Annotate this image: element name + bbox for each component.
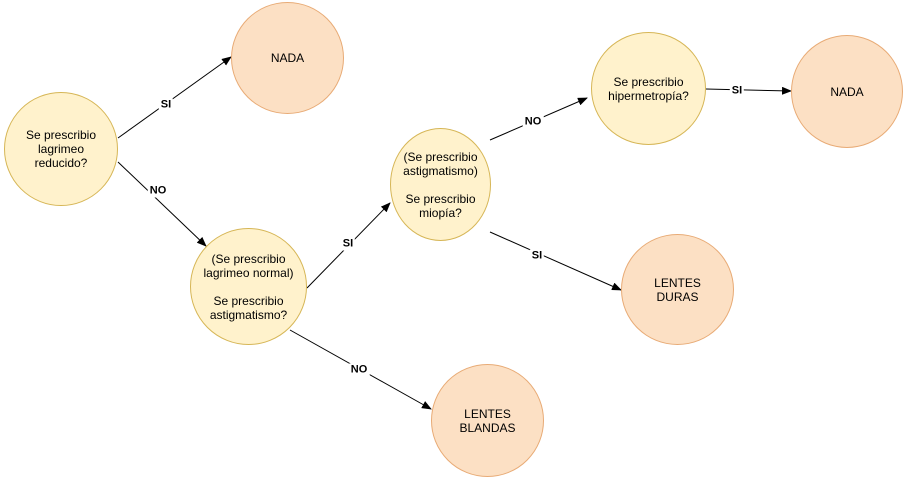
node-label: (Se prescribio lagrimeo normal) Se presc… bbox=[203, 251, 294, 322]
edge-label-q1-no: NO bbox=[147, 184, 169, 198]
node-astigmatismo-miopia: (Se prescribio astigmatismo) Se prescrib… bbox=[390, 128, 491, 241]
edge-label-q2-no: NO bbox=[348, 363, 370, 377]
node-label: NADA bbox=[830, 84, 864, 99]
edge-label-q2-si: SI bbox=[340, 237, 356, 251]
edge-q4-si bbox=[705, 86, 792, 95]
edge-q1-no bbox=[117, 161, 207, 247]
node-lentes-duras: LENTES DURAS bbox=[621, 234, 734, 345]
node-lagrimeo-normal-astigmatismo: (Se prescribio lagrimeo normal) Se presc… bbox=[190, 228, 307, 345]
node-hipermetropia: Se prescribio hipermetropía? bbox=[591, 32, 706, 145]
edge-label-q3-no: NO bbox=[522, 115, 544, 129]
node-nada-1: NADA bbox=[231, 2, 344, 114]
node-lentes-blandas: LENTES BLANDAS bbox=[431, 364, 544, 477]
edge-q1-si bbox=[117, 56, 232, 139]
edge-q3-si bbox=[489, 231, 622, 291]
node-label: LENTES DURAS bbox=[654, 275, 701, 304]
node-label: NADA bbox=[270, 51, 305, 65]
edge-label-q1-si: SI bbox=[158, 98, 174, 112]
edge-label-q3-si: SI bbox=[529, 249, 545, 263]
node-label: Se prescribio hipermetropía? bbox=[608, 74, 689, 103]
node-label: Se prescribio lagrimeo reducido? bbox=[25, 128, 97, 170]
node-label: LENTES BLANDAS bbox=[459, 406, 516, 435]
node-nada-2: NADA bbox=[791, 35, 903, 148]
node-label: (Se prescribio astigmatismo) Se prescrib… bbox=[403, 149, 478, 220]
node-lagrimeo-reducido: Se prescribio lagrimeo reducido? bbox=[4, 92, 118, 206]
edge-label-q4-si: SI bbox=[729, 84, 745, 98]
